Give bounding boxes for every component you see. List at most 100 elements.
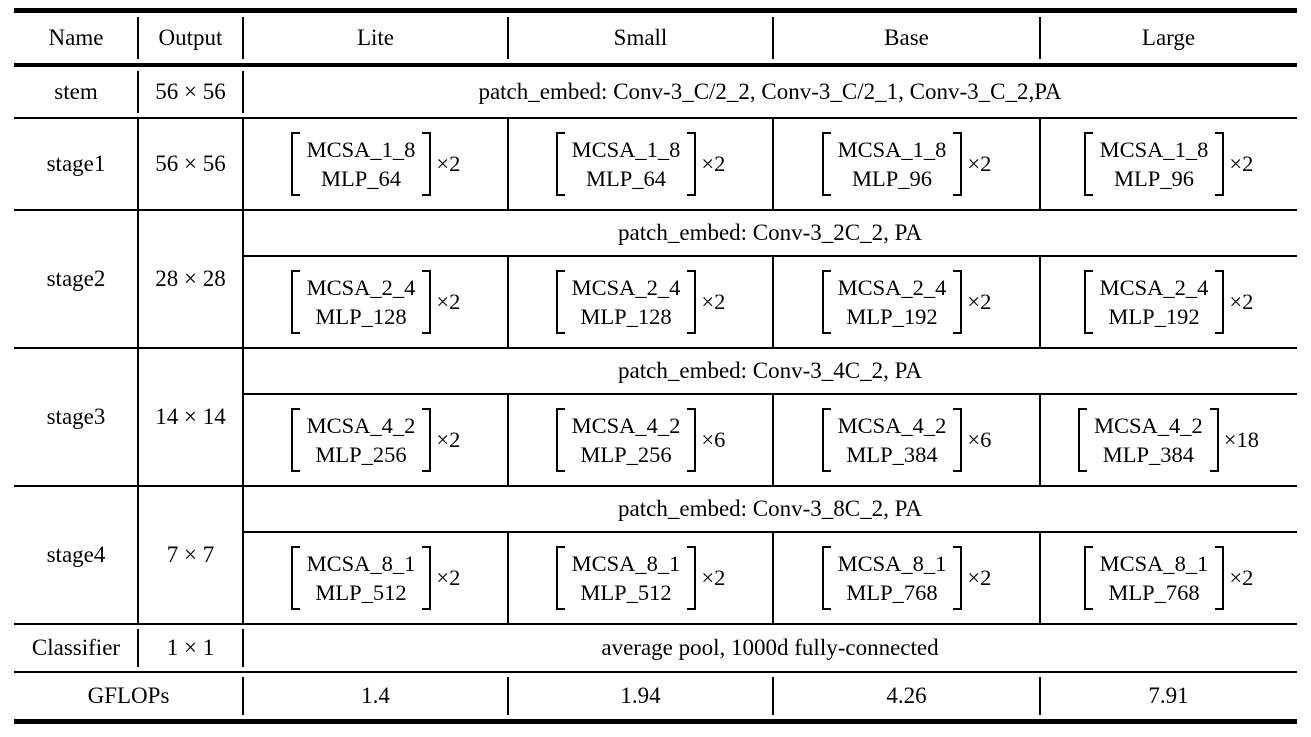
left-bracket-icon	[821, 270, 831, 334]
block-formula: MCSA_2_4 MLP_128 ×2	[290, 270, 461, 334]
block-formula: MCSA_8_1 MLP_512 ×2	[290, 546, 461, 610]
left-bracket-icon	[555, 408, 565, 472]
stage4-row: stage4 7 × 7 patch_embed: Conv-3_8C_2, P…	[14, 487, 1297, 625]
stage4-large-block: MCSA_8_1 MLP_768 ×2	[1040, 533, 1297, 623]
stage4-patch-embed: patch_embed: Conv-3_8C_2, PA	[243, 487, 1297, 533]
block-line1: MCSA_4_2	[306, 413, 416, 438]
block-line2: MLP_96	[1114, 166, 1195, 191]
block-multiplier: ×2	[436, 289, 461, 314]
block-line1: MCSA_2_4	[1099, 275, 1209, 300]
block-line2: MLP_128	[580, 304, 672, 329]
stage4-base-block: MCSA_8_1 MLP_768 ×2	[773, 533, 1041, 623]
header-model-small: Small	[508, 13, 774, 63]
block-line2: MLP_256	[315, 442, 407, 467]
stage3-blocks: MCSA_4_2 MLP_256 ×2 MCSA_4_2 MLP_256	[243, 395, 1297, 485]
block-lines: MCSA_8_1 MLP_768	[838, 549, 947, 607]
block-line1: MCSA_2_4	[837, 275, 947, 300]
left-bracket-icon	[555, 132, 565, 196]
header-row: Name Output Lite Small Base Large	[14, 13, 1297, 67]
block-formula: MCSA_1_8 MLP_64 ×2	[290, 132, 461, 196]
block-formula: MCSA_8_1 MLP_768 ×2	[1083, 546, 1253, 610]
block-multiplier: ×2	[436, 151, 461, 176]
stage2-lite-block: MCSA_2_4 MLP_128 ×2	[243, 257, 509, 347]
stage2-right-section: patch_embed: Conv-3_2C_2, PA MCSA_2_4 ML…	[243, 211, 1297, 347]
stem-output: 56 × 56	[138, 67, 244, 117]
stem-patch-embed: patch_embed: Conv-3_C/2_2, Conv-3_C/2_1,…	[478, 79, 1062, 104]
block-line1: MCSA_2_4	[571, 275, 681, 300]
gflops-row: GFLOPs 1.4 1.94 4.26 7.91	[14, 673, 1297, 719]
right-bracket-icon	[422, 270, 432, 334]
block-line2: MLP_128	[315, 304, 407, 329]
block-line1: MCSA_1_8	[571, 137, 681, 162]
block-lines: MCSA_1_8 MLP_96	[1100, 135, 1209, 193]
header-model-base: Base	[773, 13, 1041, 63]
header-model-large: Large	[1141, 25, 1196, 50]
header-output: Output	[138, 13, 244, 63]
block-line1: MCSA_8_1	[306, 551, 416, 576]
block-lines: MCSA_2_4 MLP_128	[307, 273, 416, 331]
gflops-label: GFLOPs	[14, 673, 244, 719]
block-lines: MCSA_4_2 MLP_384	[838, 411, 947, 469]
gflops-base-value: 4.26	[773, 673, 1041, 719]
block-line2: MLP_192	[1108, 304, 1200, 329]
block-multiplier: ×6	[701, 427, 726, 452]
block-line2: MLP_384	[1102, 442, 1195, 467]
left-bracket-icon	[555, 546, 565, 610]
block-line1: MCSA_4_2	[1094, 413, 1203, 438]
block-multiplier: ×2	[701, 289, 726, 314]
block-lines: MCSA_4_2 MLP_256	[572, 411, 681, 469]
block-lines: MCSA_8_1 MLP_512	[307, 549, 416, 607]
block-line2: MLP_512	[315, 580, 407, 605]
stage3-row: stage3 14 × 14 patch_embed: Conv-3_4C_2,…	[14, 349, 1297, 487]
block-lines: MCSA_4_2 MLP_384	[1094, 411, 1203, 469]
block-lines: MCSA_2_4 MLP_128	[572, 273, 681, 331]
left-bracket-icon	[290, 408, 300, 472]
right-bracket-icon	[422, 132, 432, 196]
block-multiplier: ×2	[436, 427, 461, 452]
block-line2: MLP_768	[846, 580, 938, 605]
block-formula: MCSA_4_2 MLP_256 ×6	[555, 408, 726, 472]
block-multiplier: ×2	[436, 565, 461, 590]
block-multiplier: ×6	[967, 427, 992, 452]
gflops-large-value: 7.91	[1148, 683, 1189, 708]
stage2-base-block: MCSA_2_4 MLP_192 ×2	[773, 257, 1041, 347]
classifier-content: average pool, 1000d fully-connected	[601, 635, 939, 660]
block-lines: MCSA_8_1 MLP_768	[1100, 549, 1209, 607]
right-bracket-icon	[1215, 270, 1225, 334]
block-line1: MCSA_4_2	[571, 413, 681, 438]
block-formula: MCSA_8_1 MLP_512 ×2	[555, 546, 726, 610]
left-bracket-icon	[1078, 408, 1087, 472]
stage3-patch-embed: patch_embed: Conv-3_4C_2, PA	[243, 349, 1297, 395]
block-lines: MCSA_2_4 MLP_192	[838, 273, 947, 331]
header-name: Name	[14, 13, 139, 63]
block-line2: MLP_64	[321, 166, 402, 191]
gflops-small-value: 1.94	[508, 673, 774, 719]
block-line1: MCSA_1_8	[1099, 137, 1209, 162]
stage3-output: 14 × 14	[138, 349, 244, 485]
stage1-name: stage1	[14, 119, 139, 209]
left-bracket-icon	[821, 546, 831, 610]
left-bracket-icon	[1083, 132, 1093, 196]
right-bracket-icon	[953, 132, 963, 196]
block-formula: MCSA_4_2 MLP_384 ×6	[821, 408, 992, 472]
block-formula: MCSA_8_1 MLP_768 ×2	[821, 546, 992, 610]
stage1-row: stage1 56 × 56 MCSA_1_8 MLP_64 ×2 MCSA_1…	[14, 119, 1297, 211]
block-multiplier: ×2	[967, 151, 992, 176]
block-multiplier: ×2	[1229, 151, 1254, 176]
left-bracket-icon	[821, 408, 831, 472]
left-bracket-icon	[1083, 270, 1093, 334]
block-formula: MCSA_1_8 MLP_96 ×2	[1083, 132, 1254, 196]
block-formula: MCSA_2_4 MLP_192 ×2	[821, 270, 991, 334]
block-line2: MLP_384	[846, 442, 938, 467]
classifier-output: 1 × 1	[138, 625, 244, 671]
left-bracket-icon	[1083, 546, 1093, 610]
block-line2: MLP_64	[586, 166, 667, 191]
right-bracket-icon	[1215, 546, 1225, 610]
block-multiplier: ×2	[967, 565, 992, 590]
block-line1: MCSA_1_8	[306, 137, 416, 162]
block-lines: MCSA_4_2 MLP_256	[307, 411, 416, 469]
stage3-name: stage3	[14, 349, 139, 485]
block-multiplier: ×2	[701, 565, 726, 590]
stage1-base-block: MCSA_1_8 MLP_96 ×2	[773, 119, 1041, 209]
block-line2: MLP_96	[852, 166, 933, 191]
